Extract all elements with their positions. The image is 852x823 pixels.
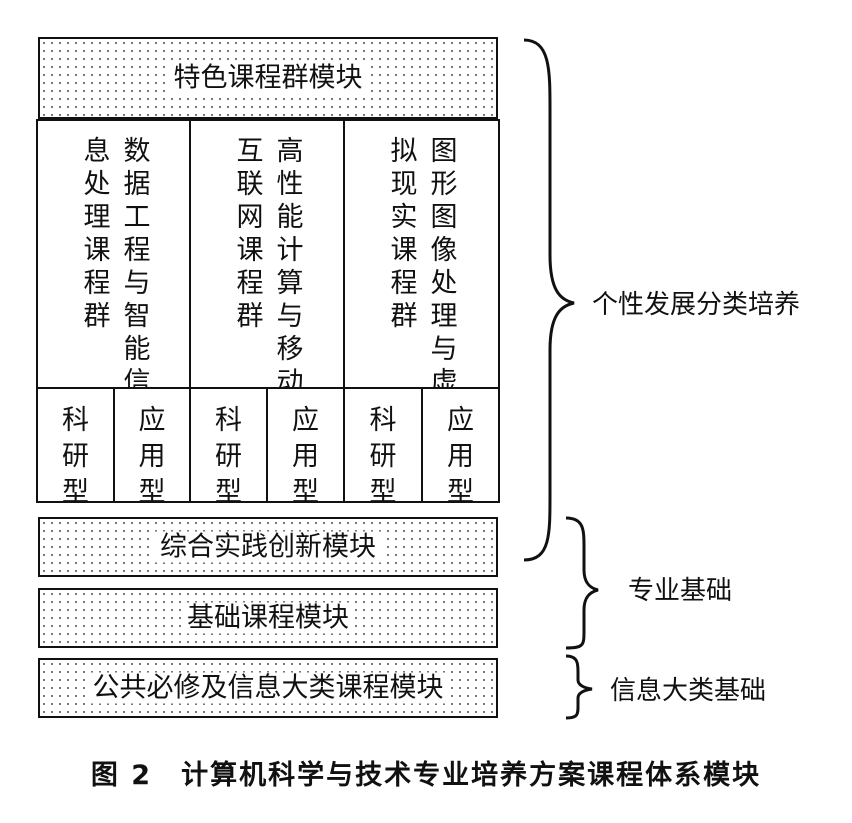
group-2-text-left: 互 联 网 课 程 群 — [236, 136, 264, 332]
course-group-graphics: 拟 现 实 课 程 群 图 形 图 像 处 理 与 虚 — [343, 119, 500, 398]
group-2-research-type: 科 研 型 — [189, 387, 268, 508]
course-group-data-engineering: 息 处 理 课 程 群 数 据 工 程 与 智 能 信 — [36, 119, 191, 398]
group-1-text-right: 数 据 工 程 与 智 能 信 — [123, 136, 151, 398]
group-2-text-right: 高 性 能 计 算 与 移 动 — [276, 136, 304, 398]
basic-course-module: 基础课程模块 — [38, 588, 498, 648]
figure-caption: 图 2 计算机科学与技术专业培养方案课程体系模块 — [90, 760, 762, 791]
practice-innovation-module-label: 综合实践创新模块 — [154, 531, 382, 563]
course-group-internet: 互 联 网 课 程 群 高 性 能 计 算 与 移 动 — [189, 119, 345, 398]
label-category-foundation: 信息大类基础 — [610, 676, 767, 706]
group-1-text-left: 息 处 理 课 程 群 — [83, 136, 111, 332]
practice-innovation-module: 综合实践创新模块 — [38, 517, 498, 577]
label-individual-development: 个性发展分类培养 — [592, 290, 801, 320]
public-course-module-label: 公共必修及信息大类课程模块 — [86, 672, 450, 704]
basic-course-module-label: 基础课程模块 — [181, 602, 355, 634]
public-course-module: 公共必修及信息大类课程模块 — [38, 658, 498, 718]
special-course-module: 特色课程群模块 — [38, 37, 498, 119]
group-3-text-right: 图 形 图 像 处 理 与 虚 — [430, 136, 458, 398]
group-1-research-type: 科 研 型 — [36, 387, 115, 508]
label-major-foundation: 专业基础 — [628, 576, 733, 606]
group-3-research-type: 科 研 型 — [343, 387, 423, 508]
group-3-applied-type: 应 用 型 — [421, 387, 500, 508]
special-course-module-label: 特色课程群模块 — [167, 62, 369, 94]
group-3-text-left: 拟 现 实 课 程 群 — [390, 136, 418, 332]
